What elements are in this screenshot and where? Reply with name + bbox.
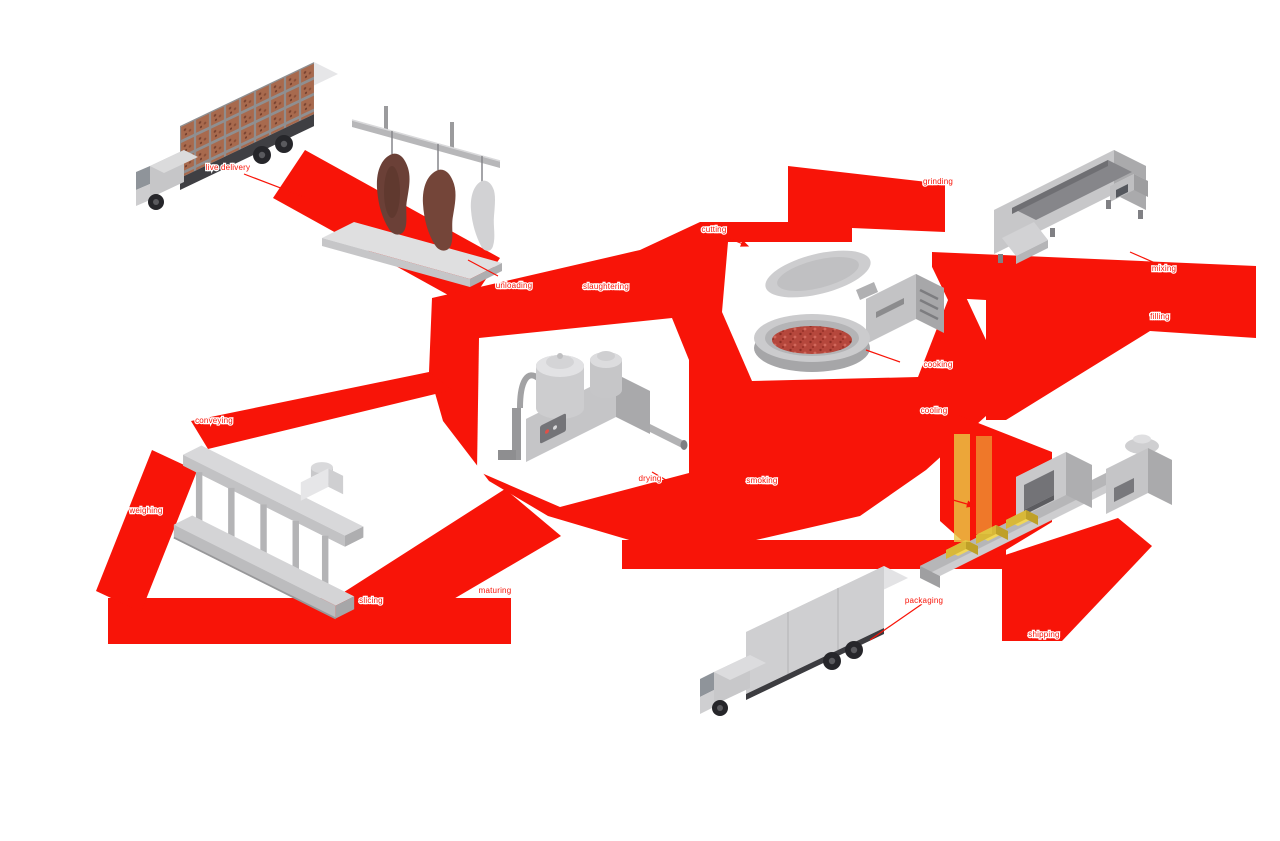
station-oven-line (173, 445, 364, 620)
tunnel-opening (1024, 470, 1054, 510)
flow-arrow (727, 237, 750, 247)
truck-cab (136, 150, 198, 206)
indicator-light (545, 429, 549, 434)
side-cabinet (300, 462, 344, 501)
process-label: mixing (1152, 264, 1176, 273)
process-label: conveying (195, 416, 233, 425)
inspection-tunnel (1016, 452, 1092, 520)
flow-arrow (945, 497, 976, 508)
display-screen (1116, 184, 1128, 198)
meat-hooks (391, 131, 483, 182)
truck-cargo-side (746, 566, 884, 694)
vent-slits (919, 288, 939, 321)
station-packaging-line (920, 434, 1172, 588)
pale-carcass (470, 180, 495, 251)
truck-wheels (148, 135, 293, 210)
windshield (700, 672, 714, 697)
process-label: slicing (359, 596, 383, 605)
lid-hinge (856, 282, 878, 300)
dome-machine (1106, 434, 1172, 514)
process-label: cooling (921, 406, 948, 415)
truck-cab (700, 655, 766, 714)
station-delivery-truck (700, 566, 908, 716)
minced-meat (772, 326, 852, 354)
bowl-lid (765, 250, 871, 298)
process-label: smoking (746, 476, 777, 485)
pipes (498, 372, 540, 460)
light-beams (954, 434, 992, 542)
support-columns (195, 472, 329, 595)
cutter-body (866, 274, 944, 344)
machine-feet (998, 200, 1143, 263)
process-label: unloading (496, 281, 533, 290)
package (1006, 510, 1038, 529)
package (946, 540, 978, 559)
process-label: shipping (1028, 630, 1059, 639)
cooking-tank-small (590, 351, 622, 398)
process-label: live delivery (206, 163, 250, 172)
station-cooking-unit (498, 351, 688, 462)
platform (322, 222, 502, 287)
outlet-pipe (650, 424, 688, 450)
poultry-crates (180, 62, 314, 190)
cutter-bowl (754, 314, 870, 372)
cooking-tank-large (536, 353, 584, 419)
front-panel (540, 413, 566, 444)
process-label: weighing (128, 506, 162, 515)
station-carcass-rail (322, 106, 502, 287)
station-bowl-cutter (754, 250, 944, 372)
overhead-rail (351, 106, 501, 168)
process-label: packaging (905, 596, 943, 605)
process-label: maturing (479, 586, 512, 595)
station-livestock-truck (136, 62, 338, 210)
panel-lines (787, 588, 839, 674)
conveyor-slab (173, 515, 355, 620)
process-label: grinding (923, 177, 953, 186)
carcass-shading (384, 166, 400, 218)
process-label: slaughtering (583, 282, 629, 291)
process-labels: live delivery unloading slaughtering cut… (127, 162, 1177, 640)
process-label: drying (639, 474, 662, 483)
station-hopper-machine (994, 150, 1148, 264)
process-label: filling (1150, 312, 1170, 321)
process-label: cutting (702, 225, 727, 234)
top-rail-frame (183, 445, 364, 547)
leader-lines (243, 173, 1163, 641)
hopper-opening (1012, 160, 1132, 220)
truck-wheels (712, 641, 863, 716)
discharge-chute (1002, 222, 1048, 264)
process-label: cooking (924, 360, 953, 369)
control-panel (1110, 174, 1148, 202)
windshield (136, 166, 150, 190)
